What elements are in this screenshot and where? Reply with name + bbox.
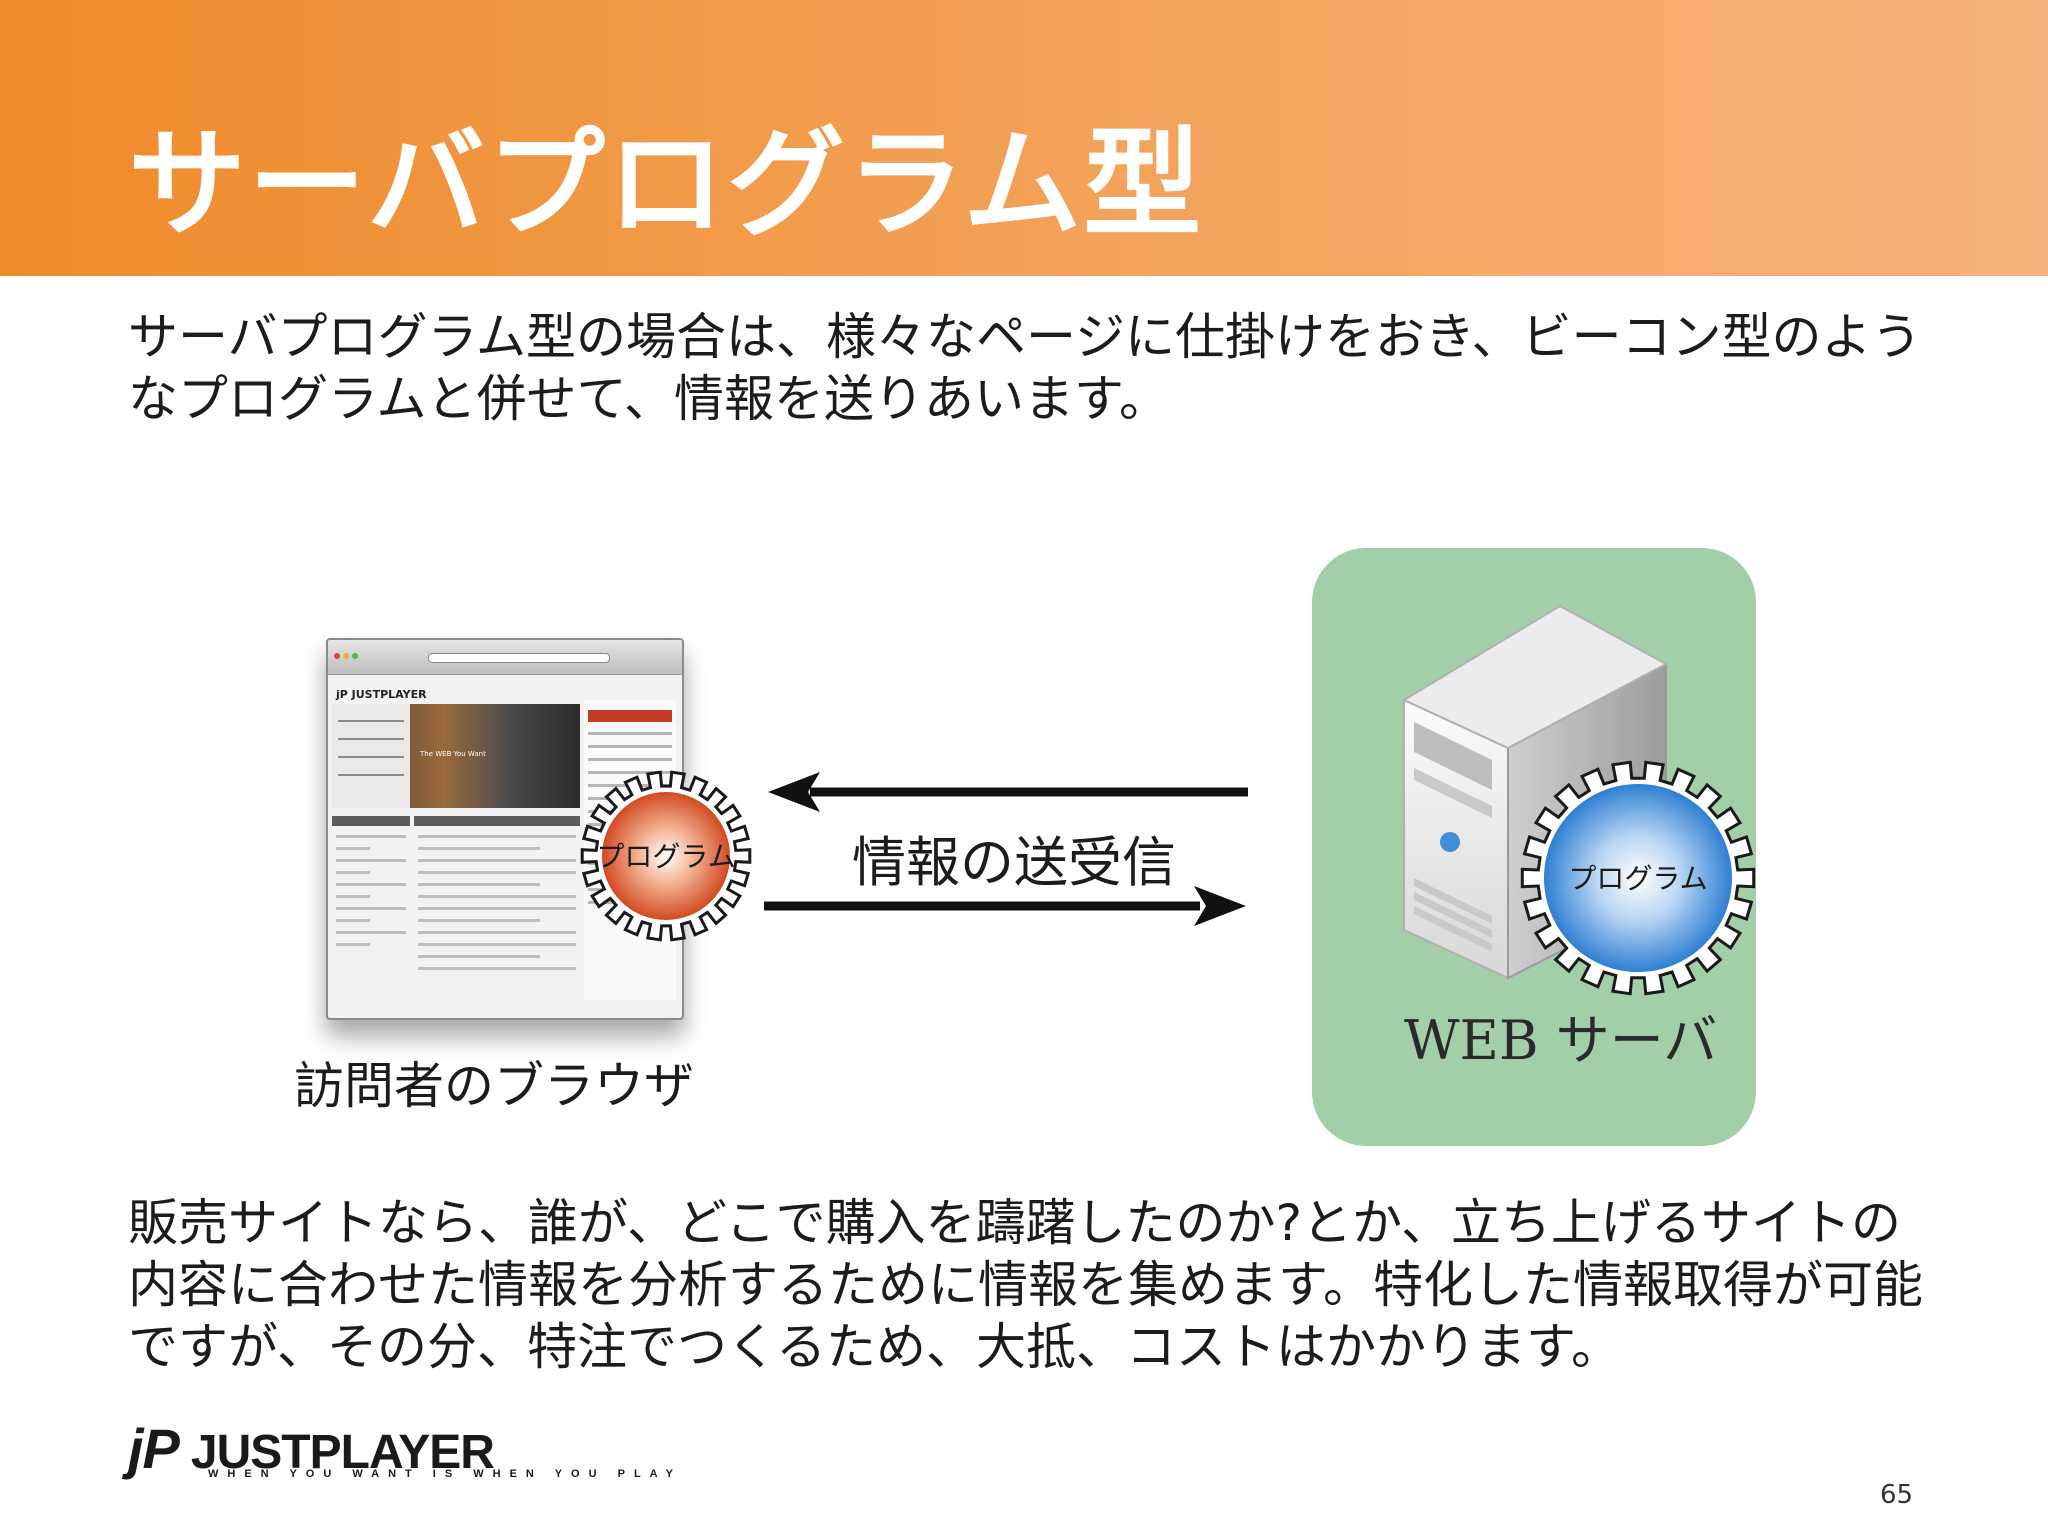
browser-gear-label: プログラム: [596, 840, 735, 873]
hero-caption: The WEB You Want: [420, 750, 486, 758]
slide-title: サーバプログラム型: [128, 115, 1204, 253]
logo-mark: jP: [128, 1417, 180, 1480]
logo-tagline: WHEN YOU WANT IS WHEN YOU PLAY: [208, 1468, 682, 1480]
browser-screenshot: jP JUSTPLAYER The WEB You Want: [326, 638, 684, 1020]
logo-text: JUSTPLAYER: [190, 1426, 495, 1479]
intro-paragraph: サーバプログラム型の場合は、様々なページに仕掛けをおき、ビーコン型のようなプログ…: [128, 308, 1922, 428]
site-menu: [332, 704, 410, 808]
server-gear-disc: [1544, 784, 1732, 972]
browser-gear-disc: [602, 792, 730, 920]
arrow-right-icon: [764, 886, 1246, 926]
server-gear-label: プログラム: [1568, 862, 1707, 895]
browser-program-gear-icon: プログラム: [580, 770, 752, 942]
address-bar: [428, 653, 610, 663]
site-column-left: [332, 816, 410, 1006]
site-logo: jP JUSTPLAYER: [336, 688, 427, 701]
site-column-news: [414, 816, 580, 1006]
browser-toolbar: [328, 640, 682, 675]
body-paragraph: 販売サイトなら、誰が、どこで購入を躊躇したのか?とか、立ち上げるサイトの内容に合…: [128, 1194, 1923, 1376]
exchange-label: 情報の送受信: [852, 831, 1176, 894]
window-controls: [334, 644, 361, 663]
page-number: 65: [1880, 1480, 1914, 1510]
server-caption: WEB サーバ: [1404, 1009, 1718, 1072]
server-program-gear-icon: プログラム: [1520, 760, 1756, 996]
title-banner: [0, 0, 2048, 276]
browser-caption: 訪問者のブラウザ: [294, 1057, 694, 1115]
arrow-left-icon: [768, 772, 1248, 812]
